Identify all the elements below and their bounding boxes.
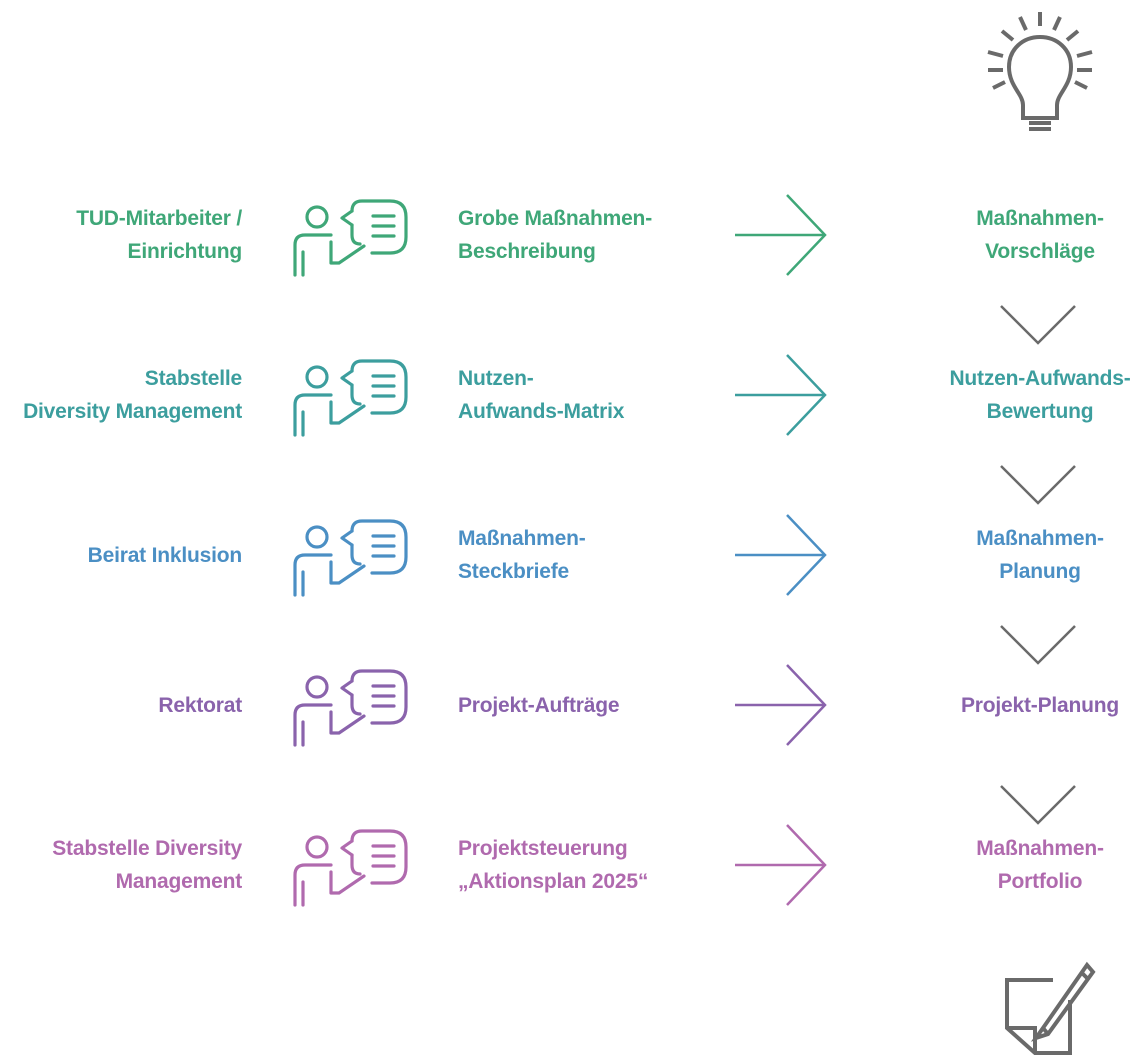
document-edit-icon bbox=[1005, 961, 1096, 1055]
result-label: Maßnahmen- Planung bbox=[976, 527, 1104, 583]
chevron-down-icon bbox=[1000, 625, 1076, 665]
actor-label: Stabstelle Diversity Management bbox=[23, 367, 242, 423]
presenter-speech-bubble-icon bbox=[293, 669, 408, 747]
result-label: Maßnahmen- Vorschläge bbox=[976, 207, 1104, 263]
chevron-down-icon bbox=[1000, 305, 1076, 345]
artifact-label: Grobe Maßnahmen- Beschreibung bbox=[458, 207, 652, 263]
artifact-label: Projektsteuerung „Aktionsplan 2025“ bbox=[458, 837, 649, 893]
lightbulb-icon bbox=[987, 12, 1093, 131]
arrow-right-icon bbox=[735, 194, 827, 276]
result-label: Projekt-Planung bbox=[960, 693, 1120, 717]
result-label: Nutzen-Aufwands- Bewertung bbox=[949, 367, 1131, 423]
arrow-right-icon bbox=[735, 664, 827, 746]
arrow-right-icon bbox=[735, 514, 827, 596]
arrow-right-icon bbox=[735, 354, 827, 436]
artifact-label: Nutzen- Aufwands-Matrix bbox=[458, 367, 625, 423]
presenter-speech-bubble-icon bbox=[293, 829, 408, 907]
result-label: Maßnahmen- Portfolio bbox=[976, 837, 1104, 893]
artifact-label: Projekt-Aufträge bbox=[458, 693, 620, 717]
artifact-label: Maßnahmen- Steckbriefe bbox=[458, 527, 586, 583]
presenter-speech-bubble-icon bbox=[293, 359, 408, 437]
actor-label: Stabstelle Diversity Management bbox=[52, 837, 242, 893]
actor-label: Beirat Inklusion bbox=[87, 543, 243, 567]
arrow-right-icon bbox=[735, 824, 827, 906]
chevron-down-icon bbox=[1000, 785, 1076, 825]
chevron-down-icon bbox=[1000, 465, 1076, 505]
actor-label: Rektorat bbox=[158, 693, 242, 717]
actor-label: TUD-Mitarbeiter / Einrichtung bbox=[76, 207, 242, 263]
presenter-speech-bubble-icon bbox=[293, 519, 408, 597]
presenter-speech-bubble-icon bbox=[293, 199, 408, 277]
